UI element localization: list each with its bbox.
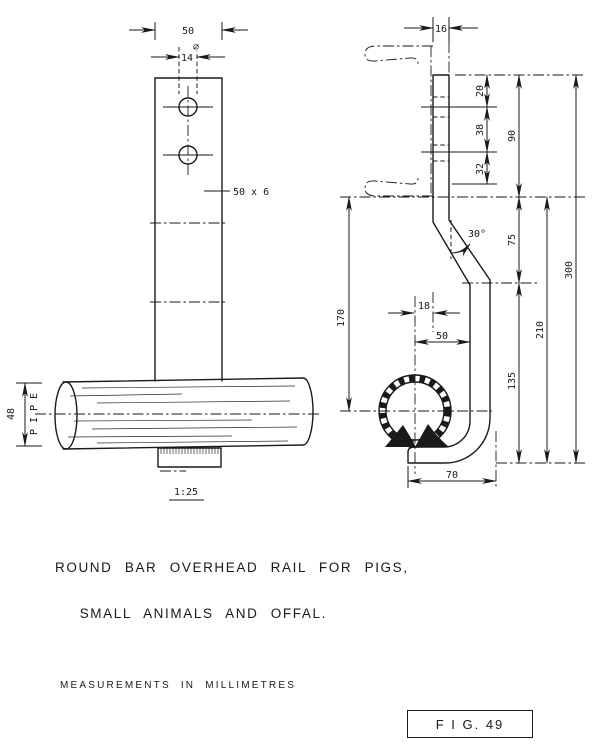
dim-18: 18	[388, 292, 460, 332]
title-line2: SMALL ANIMALS AND OFFAL.	[79, 606, 327, 621]
dim-text-38: 38	[475, 124, 486, 136]
pipe-end-right	[302, 377, 314, 446]
dim-text-48: 48	[6, 408, 17, 420]
dim-text-300: 300	[564, 261, 575, 279]
dim-pipe-od: 48 P I P E	[5, 382, 42, 447]
dim-170: 170	[335, 196, 352, 412]
dim-text-20: 20	[475, 85, 486, 97]
diameter-symbol: ⌀	[193, 42, 199, 53]
units-note: MEASUREMENTS IN MILLIMETRES	[60, 680, 297, 691]
dim-text-18: 18	[418, 301, 430, 312]
dim-text-170: 170	[336, 309, 347, 327]
dim-text-70: 70	[446, 470, 458, 481]
drawing-title: ROUND BAR OVERHEAD RAIL FOR PIGS, SMALL …	[55, 556, 409, 625]
figure-number-box: F I G. 49	[407, 710, 533, 738]
dim-text-16: 16	[435, 24, 447, 35]
section-callout: 50 x 6	[204, 186, 271, 200]
hanger-bar-side	[407, 74, 491, 464]
dim-bar-width: 50	[129, 22, 248, 40]
pipe-front	[35, 377, 322, 450]
dim-text-75: 75	[507, 234, 518, 246]
dim-text-90: 90	[507, 130, 518, 142]
channel-section	[364, 45, 433, 197]
pipe-end-left	[54, 381, 78, 450]
dim-text-135: 135	[507, 372, 518, 390]
side-view: 16 20 38 32 90 75 135 210 300 170	[335, 17, 586, 488]
pipe-word: P I P E	[29, 393, 40, 435]
figure-number: F I G. 49	[435, 716, 505, 732]
dim-text-50: 50	[182, 26, 194, 37]
title-line1: ROUND BAR OVERHEAD RAIL FOR PIGS,	[55, 560, 409, 575]
dim-text-50-side: 50	[436, 331, 448, 342]
scale-text: 1:25	[174, 487, 198, 498]
dim-text-14: 14	[181, 53, 193, 64]
dim-text-32: 32	[475, 163, 486, 175]
scale-label: 1:25	[169, 486, 204, 501]
dim-chain-holes: 20 38 32	[474, 74, 490, 185]
section-label: 50 x 6	[233, 187, 269, 198]
clamp-block	[157, 447, 222, 472]
dim-50-side: 50	[414, 330, 471, 345]
flat-bar-front	[154, 77, 223, 382]
dim-chain-mid: 90 75 135	[506, 74, 522, 464]
dim-hole-dia: 14 ⌀	[151, 41, 225, 94]
angle-text: 30°	[468, 229, 486, 240]
dim-70: 70	[407, 431, 497, 488]
dim-top-offset: 16	[404, 17, 478, 74]
bend-angle: 30°	[450, 220, 488, 259]
pipe-section	[340, 296, 492, 474]
front-view: 50 14 ⌀ 50 x 6	[5, 22, 322, 501]
dim-chain-outer: 210 300	[534, 74, 579, 464]
dim-text-210: 210	[535, 321, 546, 339]
weld-fillet-left	[385, 425, 416, 447]
weld-fillet-right	[415, 424, 449, 447]
